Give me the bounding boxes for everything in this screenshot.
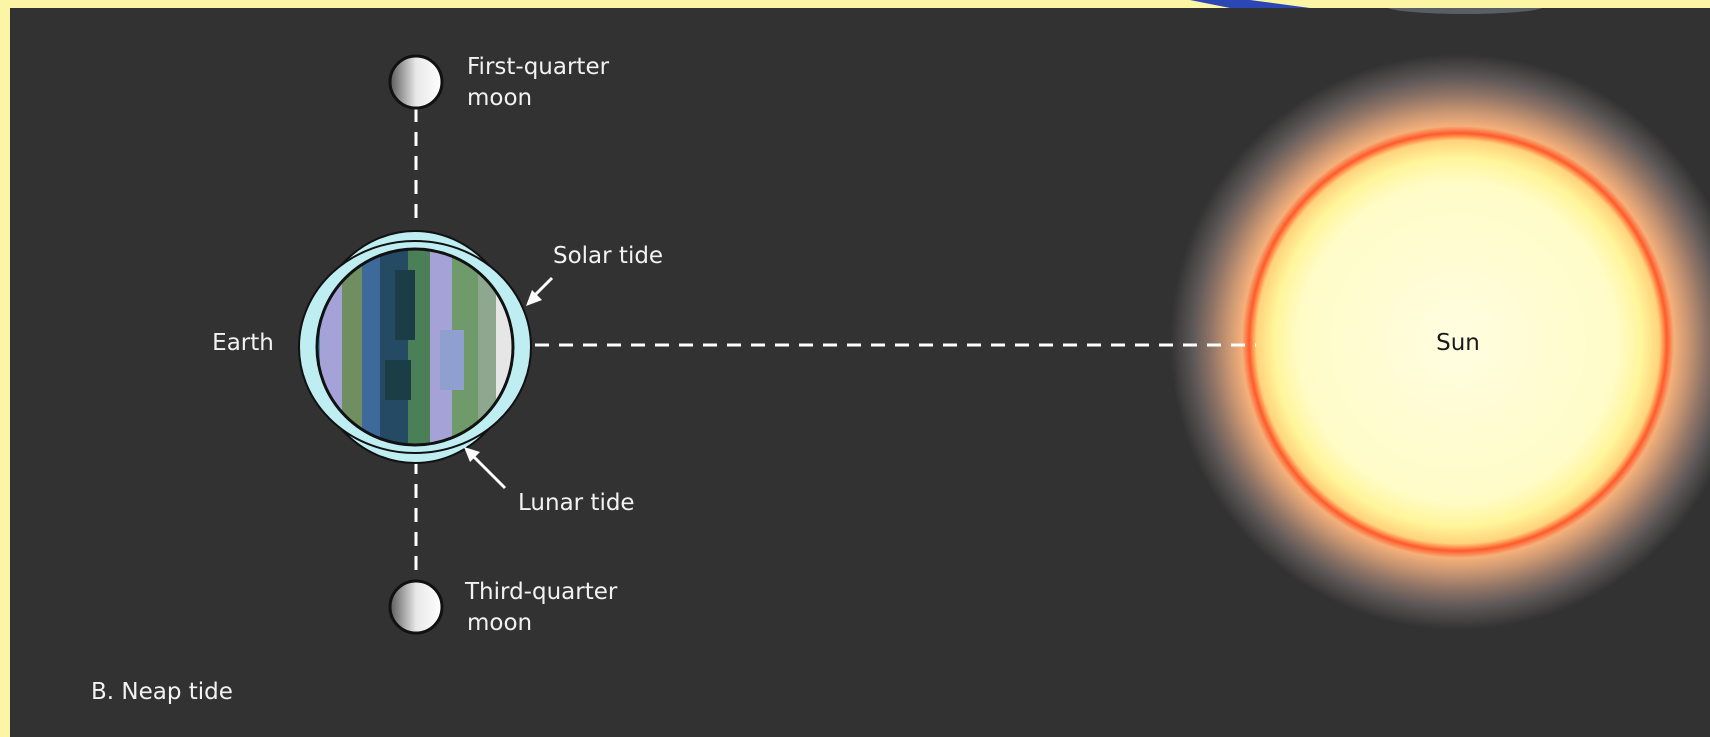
figure-caption: B. Neap tide	[91, 679, 233, 705]
third-quarter-moon: Third-quarter moon	[388, 579, 618, 636]
earth: Earth	[212, 230, 532, 464]
lunar-tide-callout: Lunar tide	[464, 447, 635, 516]
sun: Sun	[1170, 54, 1710, 630]
first-quarter-moon: First-quarter moon	[388, 54, 610, 111]
first-quarter-moon-label-line2: moon	[467, 85, 532, 111]
earth-surface	[317, 249, 513, 445]
sun-label: Sun	[1436, 330, 1480, 356]
lunar-tide-arrow	[470, 453, 507, 490]
solar-tide-arrowhead	[526, 290, 542, 306]
lunar-tide-label: Lunar tide	[518, 490, 635, 516]
earth-label: Earth	[212, 330, 274, 356]
solar-tide-label: Solar tide	[553, 243, 663, 269]
solar-tide-callout: Solar tide	[526, 243, 663, 306]
lunar-tide-arrowhead	[464, 447, 480, 462]
third-quarter-moon-label-line2: moon	[467, 610, 532, 636]
first-quarter-moon-label-line1: First-quarter	[467, 54, 610, 80]
third-quarter-moon-label-line1: Third-quarter	[464, 579, 618, 605]
